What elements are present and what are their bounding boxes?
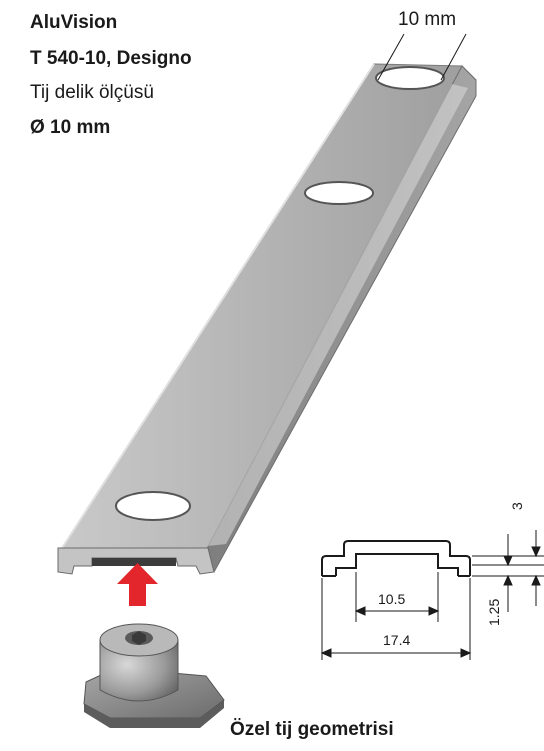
dim-label-17-4: 17.4: [383, 632, 410, 648]
brand-title: AluVision: [30, 12, 118, 33]
hole-callout-line-right: [440, 33, 467, 81]
model-title: T 540-10, Designo: [30, 48, 192, 69]
profile-caption: Özel tij geometrisi: [230, 719, 394, 740]
insert-direction-arrow-icon: [117, 563, 158, 606]
hole-callout-line-left: [377, 33, 405, 81]
dim-label-3: 3: [509, 502, 525, 510]
hole-callout-label: 10 mm: [398, 9, 457, 30]
hole-size-label: Tij delik ölçüsü: [30, 82, 154, 103]
aluminium-bar: [57, 63, 477, 575]
dim-label-1-25: 1.25: [486, 599, 502, 626]
bar-hole-middle: [304, 181, 374, 205]
hole-diameter-value: Ø 10 mm: [30, 117, 111, 138]
bar-hole-bottom: [115, 491, 191, 521]
dim-label-10-5: 10.5: [378, 591, 405, 607]
profile-cross-section: [321, 540, 471, 577]
connector-pin: [83, 623, 225, 728]
bar-hole-top: [375, 66, 445, 90]
profile-dimensions: [320, 530, 544, 660]
